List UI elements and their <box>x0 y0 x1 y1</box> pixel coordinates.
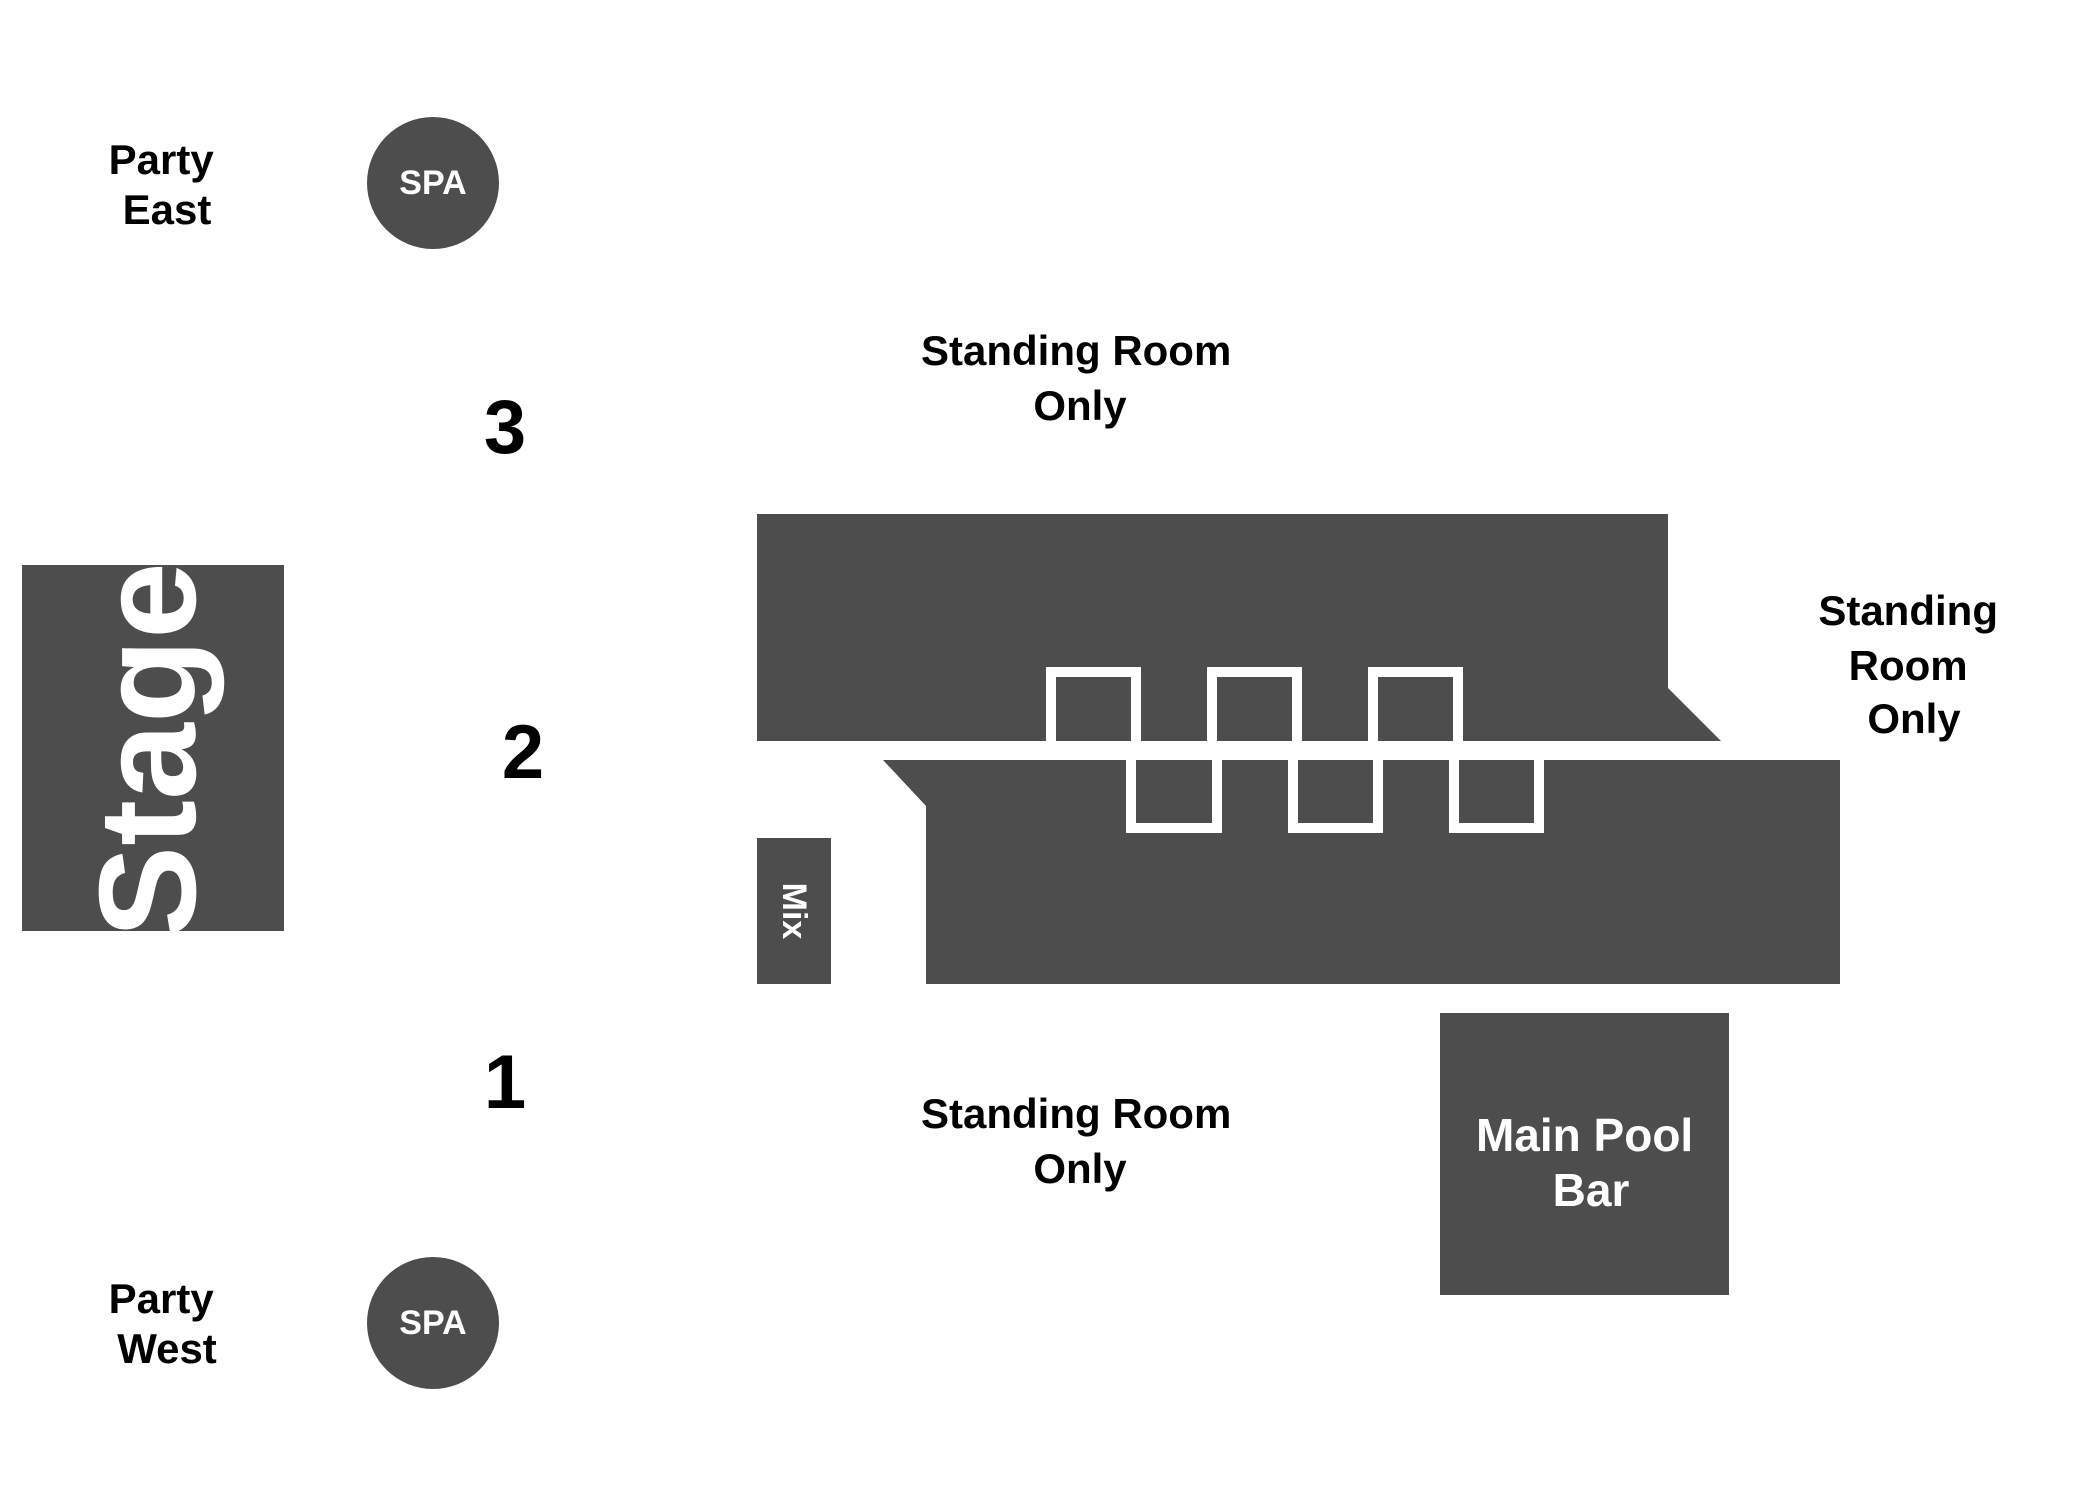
lower-block-notches <box>1126 760 1544 833</box>
party-east-label: Party East <box>109 136 226 233</box>
stage-label: Stage <box>71 562 225 938</box>
spa-party-west[interactable]: Party West SPA <box>109 1257 499 1389</box>
seating-block-lower[interactable] <box>883 760 1840 984</box>
upper-block-notches <box>1046 667 1463 741</box>
mix-block[interactable] <box>757 838 831 984</box>
main-pool-bar[interactable]: Main Pool Bar <box>1440 1013 1729 1295</box>
lower-block-shape[interactable] <box>883 760 1840 984</box>
standing-room-bottom-label[interactable]: Standing Room Only <box>921 1090 1243 1192</box>
section-2-label[interactable]: 2 <box>502 710 544 795</box>
section-1-label[interactable]: 1 <box>484 1040 526 1125</box>
party-west-label: Party West <box>109 1275 226 1372</box>
spa-party-east[interactable]: Party East SPA <box>109 117 499 249</box>
standing-room-right-label[interactable]: Standing Room Only <box>1818 587 2009 742</box>
spa-west-label: SPA <box>399 1304 466 1342</box>
main-pool-bar-label: Main Pool Bar <box>1476 1109 1706 1216</box>
main-pool-bar-block[interactable] <box>1440 1013 1729 1295</box>
seating-block-upper[interactable] <box>757 514 1721 741</box>
mix-booth[interactable]: Mix <box>757 838 831 984</box>
spa-west-circle[interactable] <box>367 1257 499 1389</box>
standing-room-top-label[interactable]: Standing Room Only <box>921 327 1243 429</box>
spa-east-label: SPA <box>399 164 466 202</box>
stage-block[interactable] <box>22 565 284 931</box>
mix-label: Mix <box>775 883 813 940</box>
stage[interactable]: Stage <box>22 562 284 938</box>
upper-block-shape[interactable] <box>757 514 1721 741</box>
section-3-label[interactable]: 3 <box>484 385 526 470</box>
spa-east-circle[interactable] <box>367 117 499 249</box>
